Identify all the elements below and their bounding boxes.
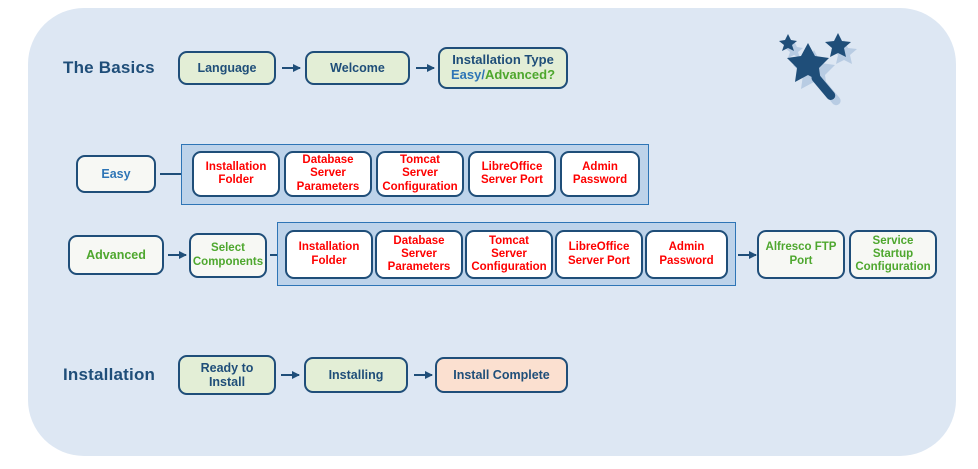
line: Tomcat bbox=[488, 234, 530, 247]
node-easy-tomcat-server-configuration[interactable]: Tomcat Server Configuration bbox=[376, 151, 464, 197]
choice-advanced: Advanced? bbox=[484, 67, 556, 82]
line: Folder bbox=[311, 254, 347, 267]
line: Startup bbox=[872, 247, 914, 260]
node-install-complete[interactable]: Install Complete bbox=[435, 357, 568, 393]
node-advanced-admin-password[interactable]: Admin Password bbox=[645, 230, 728, 279]
node-service-startup-configuration[interactable]: Service Startup Configuration bbox=[849, 230, 937, 279]
line: LibreOffice bbox=[568, 241, 630, 254]
choice-easy: Easy/ bbox=[450, 67, 485, 82]
line: Select bbox=[211, 242, 245, 255]
line: Components bbox=[192, 255, 264, 268]
line: Server Port bbox=[567, 254, 630, 267]
node-easy-database-server-parameters[interactable]: Database Server Parameters bbox=[284, 151, 372, 197]
line: Ready to bbox=[200, 360, 254, 375]
arrow-advanced-to-select-components bbox=[168, 250, 187, 259]
line: LibreOffice bbox=[481, 160, 543, 173]
magic-wand-icon bbox=[779, 33, 857, 106]
line: Server bbox=[491, 247, 527, 260]
line: Parameters bbox=[387, 261, 451, 274]
arrow-group-to-alfresco-ftp-port bbox=[738, 250, 757, 259]
line: Server bbox=[401, 247, 437, 260]
line: Tomcat bbox=[399, 154, 441, 167]
node-installation-type[interactable]: Installation Type Easy/Advanced? bbox=[438, 47, 568, 89]
line: Install Complete bbox=[453, 367, 550, 382]
line: Installation bbox=[205, 160, 267, 173]
line: Password bbox=[659, 254, 714, 267]
node-welcome[interactable]: Welcome bbox=[305, 51, 410, 85]
line: Database bbox=[393, 234, 445, 247]
row-label-the-basics: The Basics bbox=[63, 58, 155, 77]
node-easy-libreoffice-server-port[interactable]: LibreOffice Server Port bbox=[468, 151, 556, 197]
node-installing[interactable]: Installing bbox=[304, 357, 408, 393]
node-advanced-database-server-parameters[interactable]: Database Server Parameters bbox=[375, 230, 463, 279]
line: Installation bbox=[298, 241, 360, 254]
node-easy-start[interactable]: Easy bbox=[76, 155, 156, 193]
line: Folder bbox=[218, 174, 254, 186]
line: Alfresco FTP bbox=[765, 241, 837, 254]
node-easy-admin-password[interactable]: Admin Password bbox=[560, 151, 640, 197]
row-label-installation: Installation bbox=[63, 365, 156, 384]
node-ready-to-install[interactable]: Ready to Install bbox=[178, 355, 276, 395]
line: Server Port bbox=[480, 174, 543, 186]
line: Database bbox=[302, 154, 354, 167]
node-language-label: Language bbox=[197, 60, 257, 75]
node-advanced-installation-folder[interactable]: Installation Folder bbox=[285, 230, 373, 279]
line: Server bbox=[402, 167, 438, 180]
node-advanced-start[interactable]: Advanced bbox=[68, 235, 164, 275]
node-advanced-start-label: Advanced bbox=[86, 247, 146, 262]
line: Parameters bbox=[296, 180, 360, 193]
arrow-language-to-welcome bbox=[282, 63, 301, 72]
line: Configuration bbox=[382, 180, 458, 193]
line: Configuration bbox=[471, 261, 547, 274]
node-advanced-libreoffice-server-port[interactable]: LibreOffice Server Port bbox=[555, 230, 643, 279]
arrow-welcome-to-installation-type bbox=[416, 63, 435, 72]
line: Admin bbox=[582, 160, 618, 173]
arrow-installing-to-complete bbox=[414, 370, 433, 379]
node-easy-installation-folder[interactable]: Installation Folder bbox=[192, 151, 280, 197]
node-installation-type-label: Installation Type bbox=[452, 52, 554, 68]
node-easy-start-label: Easy bbox=[101, 166, 131, 181]
line: Install bbox=[208, 375, 246, 389]
line: Admin bbox=[668, 241, 705, 254]
node-language[interactable]: Language bbox=[178, 51, 276, 85]
node-alfresco-ftp-port[interactable]: Alfresco FTP Port bbox=[757, 230, 845, 279]
line: Service bbox=[872, 234, 914, 247]
node-installation-type-choice: Easy/Advanced? bbox=[450, 67, 556, 83]
arrow-ready-to-installing bbox=[281, 370, 300, 379]
node-advanced-tomcat-server-configuration[interactable]: Tomcat Server Configuration bbox=[465, 230, 553, 279]
line: Password bbox=[572, 174, 628, 186]
node-welcome-label: Welcome bbox=[330, 60, 385, 75]
line: Port bbox=[789, 254, 813, 267]
line: Configuration bbox=[855, 261, 931, 274]
line: Installing bbox=[328, 367, 384, 382]
line: Server bbox=[310, 167, 346, 180]
node-select-components[interactable]: Select Components bbox=[189, 233, 267, 278]
